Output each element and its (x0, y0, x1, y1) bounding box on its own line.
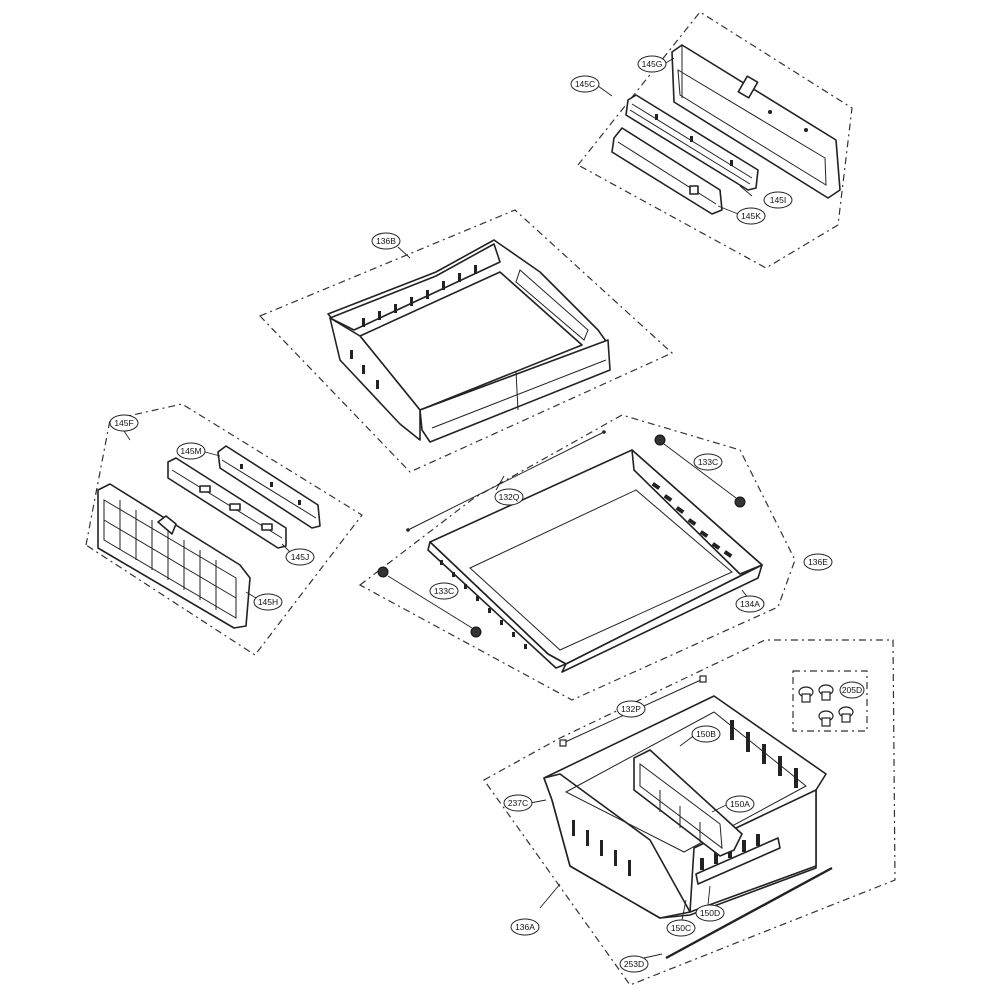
middle-tray-group (358, 414, 796, 701)
part-rail-145M (217, 445, 321, 529)
svg-text:145K: 145K (741, 211, 761, 221)
callout-136B: 136B (371, 232, 401, 250)
bottom-bin-group (483, 639, 896, 986)
tray-134A-slots (440, 482, 733, 649)
part-clip-150D (695, 837, 781, 885)
part-cap-133C-a (654, 434, 666, 446)
callout-145C: 145C (570, 75, 600, 93)
group-boundary-145F (85, 403, 363, 656)
part-tray-134A (427, 449, 763, 673)
svg-text:145M: 145M (180, 446, 201, 456)
group-boundary-136A (483, 639, 896, 986)
callout-253D: 253D (619, 955, 649, 973)
callout-150C: 150C (666, 919, 696, 937)
svg-text:150D: 150D (700, 908, 720, 918)
callout-145F: 145F (109, 414, 139, 432)
callout-134A: 134A (735, 595, 765, 613)
part-divider-150A (633, 749, 743, 857)
svg-text:205D: 205D (842, 685, 862, 695)
callout-145J: 145J (285, 548, 315, 566)
bin-237C-slots (572, 720, 798, 876)
group-boundary-145C (577, 11, 853, 269)
part-drawer-136B (327, 239, 611, 443)
svg-text:150B: 150B (696, 729, 716, 739)
svg-text:133C: 133C (434, 586, 454, 596)
part-wire-132Q (407, 431, 605, 531)
callout-labels: 145C 145G 145I 145K 136B 145F 145M 145J … (109, 55, 865, 973)
callout-133C-left: 133C (429, 582, 459, 600)
callout-133C-top: 133C (693, 453, 723, 471)
part-slide-145I (625, 94, 759, 191)
callout-136A: 136A (510, 918, 540, 936)
svg-text:136B: 136B (376, 236, 396, 246)
part-rod-253D (665, 866, 833, 960)
callout-150D: 150D (695, 904, 725, 922)
part-cap-133C-b (734, 496, 746, 508)
svg-text:145G: 145G (642, 59, 663, 69)
svg-text:133C: 133C (698, 457, 718, 467)
rail-assembly-group (577, 11, 853, 269)
callout-145G: 145G (637, 55, 667, 73)
svg-text:145C: 145C (575, 79, 595, 89)
svg-text:150A: 150A (730, 799, 750, 809)
svg-text:253D: 253D (624, 959, 644, 969)
callout-132Q: 132Q (494, 488, 524, 506)
callout-145M: 145M (176, 442, 206, 460)
callout-205D: 205D (839, 681, 865, 699)
callout-145K: 145K (736, 207, 766, 225)
svg-text:145F: 145F (114, 418, 133, 428)
svg-text:134A: 134A (740, 599, 760, 609)
part-slide-145K (611, 127, 723, 215)
svg-text:136E: 136E (808, 557, 828, 567)
svg-text:132P: 132P (621, 704, 641, 714)
part-rail-145J (167, 457, 287, 549)
upper-drawer-group (258, 209, 674, 473)
callout-145I: 145I (763, 191, 793, 209)
svg-text:150C: 150C (671, 923, 691, 933)
left-rail-group (85, 403, 363, 656)
callout-150B: 150B (691, 725, 721, 743)
group-boundary-136B (258, 209, 674, 473)
svg-text:237C: 237C (508, 798, 528, 808)
part-feet-205D (798, 684, 854, 727)
svg-text:132Q: 132Q (499, 492, 520, 502)
callout-150A: 150A (725, 795, 755, 813)
group-boundary-205D (792, 670, 868, 732)
callout-132P: 132P (616, 700, 646, 718)
callout-136E: 136E (803, 553, 833, 571)
part-cap-133C-c (377, 566, 389, 578)
part-panel-145H (97, 483, 251, 629)
part-rail-145G (671, 44, 841, 199)
drawer-136B-slots (350, 265, 477, 389)
svg-text:145H: 145H (258, 597, 278, 607)
svg-text:145I: 145I (770, 195, 787, 205)
callout-145H: 145H (253, 593, 283, 611)
svg-text:136A: 136A (515, 922, 535, 932)
part-cap-133C-d (470, 626, 482, 638)
svg-text:145J: 145J (291, 552, 309, 562)
callout-237C: 237C (503, 794, 533, 812)
